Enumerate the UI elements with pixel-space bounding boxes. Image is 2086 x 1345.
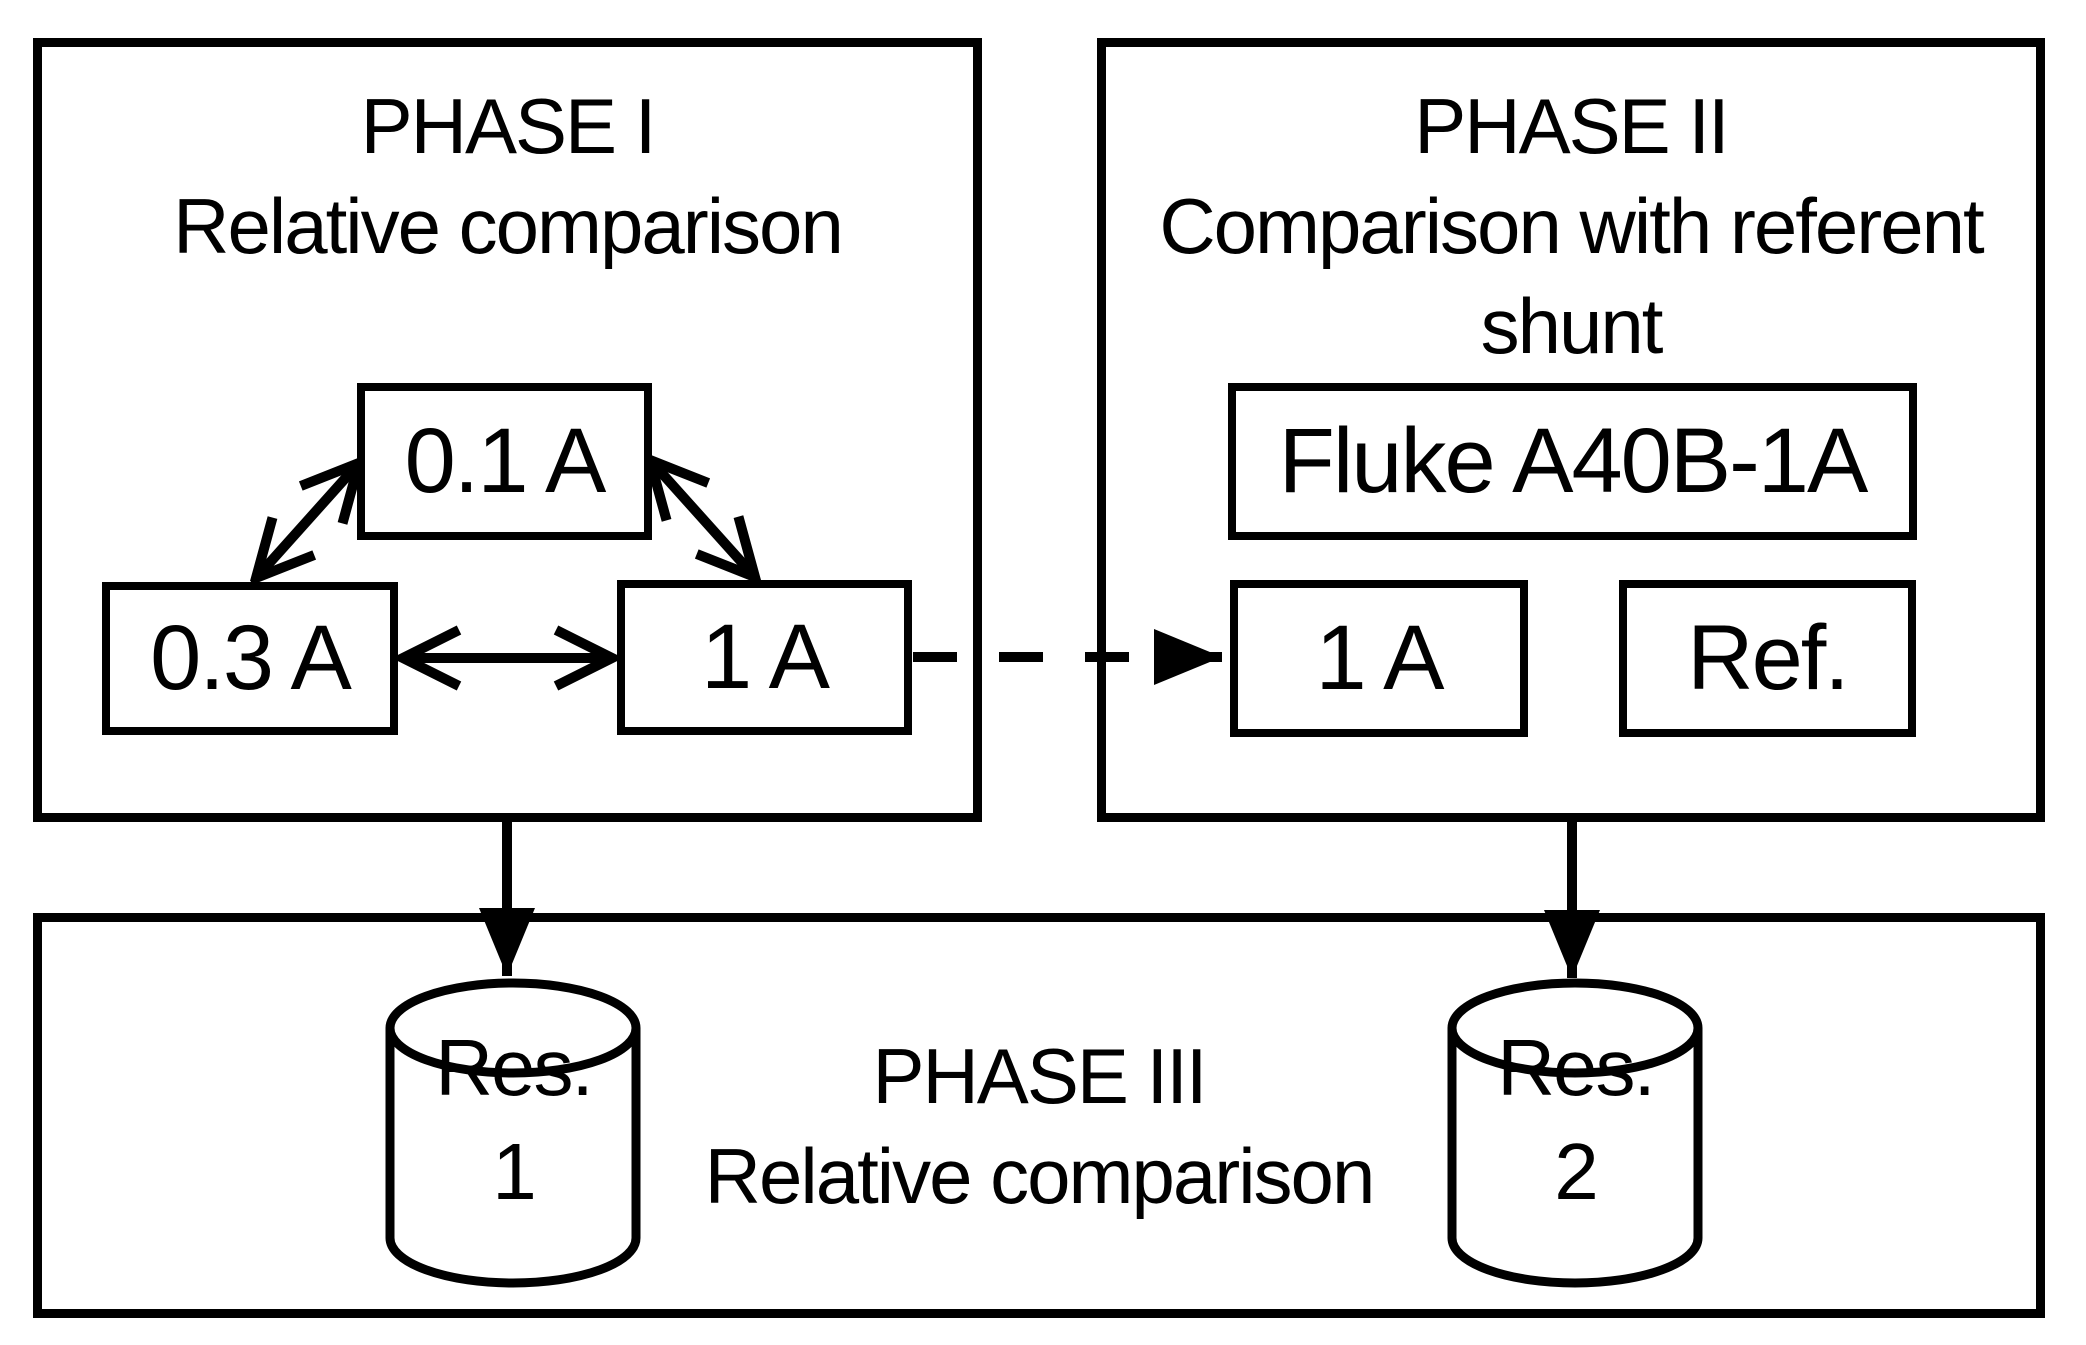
phase2-title-line2: Comparison with referent xyxy=(1159,182,1984,270)
node-1a-phase1-label: 1 A xyxy=(700,606,830,708)
phase1-title-line2: Relative comparison xyxy=(173,182,844,270)
node-1a-phase2: 1 A xyxy=(1230,580,1528,737)
phase3-title-line2: Relative comparison xyxy=(704,1132,1376,1220)
node-0p3a: 0.3 A xyxy=(102,582,398,735)
node-0p1a: 0.1 A xyxy=(357,383,652,540)
phase2-title: PHASE II Comparison with referent shunt xyxy=(1097,76,2045,376)
res1-label: Res. 1 xyxy=(390,1016,637,1224)
res2-label: Res. 2 xyxy=(1452,1016,1699,1224)
res2-label-line1: Res. xyxy=(1497,1023,1656,1112)
node-0p1a-label: 0.1 A xyxy=(404,410,607,512)
phase3-title: PHASE III Relative comparison xyxy=(33,1026,2045,1226)
node-ref: Ref. xyxy=(1619,580,1916,737)
res1-label-line1: Res. xyxy=(435,1023,594,1112)
node-fluke-shunt: Fluke A40B-1A xyxy=(1228,383,1917,540)
res1-label-line2: 1 xyxy=(492,1127,537,1216)
phase1-title: PHASE I Relative comparison xyxy=(33,76,982,276)
phase1-box xyxy=(33,38,982,822)
phase3-box xyxy=(33,913,2045,1318)
node-1a-phase1: 1 A xyxy=(617,580,912,735)
phase3-title-line1: PHASE III xyxy=(872,1032,1207,1120)
node-0p3a-label: 0.3 A xyxy=(150,607,352,709)
node-fluke-shunt-label: Fluke A40B-1A xyxy=(1278,410,1869,512)
phase1-title-line1: PHASE I xyxy=(360,82,657,170)
phase2-title-line3: shunt xyxy=(1480,282,1664,370)
phase2-box xyxy=(1097,38,2045,822)
phase2-title-line1: PHASE II xyxy=(1414,82,1729,170)
node-1a-phase2-label: 1 A xyxy=(1315,607,1444,709)
node-ref-label: Ref. xyxy=(1687,607,1850,709)
res2-label-line2: 2 xyxy=(1554,1127,1599,1216)
